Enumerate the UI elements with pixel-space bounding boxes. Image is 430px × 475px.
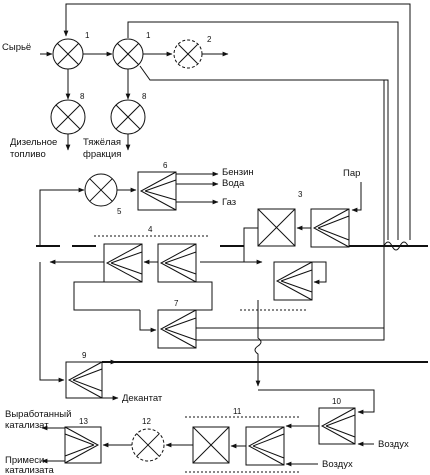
spent-cat-label-1: Выработанный xyxy=(5,409,71,420)
label-9: 9 xyxy=(82,351,87,360)
air-top-label: Воздух xyxy=(378,439,409,450)
heavy-label-2: фракция xyxy=(83,149,121,160)
heat-exchanger-1b: 1 xyxy=(112,31,151,70)
label-12: 12 xyxy=(142,417,151,426)
column-4b xyxy=(157,243,197,283)
regenerator-10: 10 xyxy=(318,397,356,445)
label-13: 13 xyxy=(79,417,88,426)
steam-label: Пар xyxy=(343,168,360,179)
column-3: 3 xyxy=(298,190,350,248)
separator-6: 6 xyxy=(137,161,177,211)
decant-label: Декантат xyxy=(122,393,163,404)
spent-cat-label-2: катализат xyxy=(5,420,49,431)
label-8b: 8 xyxy=(142,92,147,101)
cooler-8b: 8 xyxy=(110,92,147,135)
cooler-8a: 8 xyxy=(50,92,86,135)
label-1b: 1 xyxy=(146,31,151,40)
label-1a: 1 xyxy=(85,31,90,40)
water-label: Вода xyxy=(222,178,245,189)
gasoline-label: Бензин xyxy=(222,167,254,178)
cyclone-11 xyxy=(245,426,285,466)
feed-label: Сырьё xyxy=(2,42,31,53)
label-6: 6 xyxy=(163,161,168,170)
label-4: 4 xyxy=(148,225,153,234)
label-5: 5 xyxy=(117,207,122,216)
column-7: 7 xyxy=(157,299,197,349)
separator-13: 13 xyxy=(64,417,102,464)
diesel-label-2: топливо xyxy=(10,149,46,160)
diesel-label-1: Дизельное xyxy=(10,137,57,148)
feed-line: Сырьё xyxy=(2,42,53,57)
label-3: 3 xyxy=(298,190,303,199)
air-bottom-label: Воздух xyxy=(322,459,353,470)
label-7: 7 xyxy=(174,299,179,308)
impurities-label-2: катализата xyxy=(5,465,54,475)
impurities-label-1: Примеси xyxy=(5,455,44,466)
label-11: 11 xyxy=(233,407,242,416)
label-10: 10 xyxy=(332,397,341,406)
condenser-5: 5 xyxy=(84,173,122,216)
heavy-label-1: Тяжёлая xyxy=(83,137,121,148)
heat-exchanger-2: 2 xyxy=(173,35,212,69)
heat-exchanger-box-3 xyxy=(257,208,296,247)
heat-exchanger-box-11 xyxy=(192,426,230,464)
column-4a xyxy=(103,243,143,283)
gas-label: Газ xyxy=(222,197,236,208)
column-9: 9 xyxy=(65,351,103,399)
label-2: 2 xyxy=(207,35,212,44)
column-right xyxy=(273,261,313,301)
label-8a: 8 xyxy=(80,92,85,101)
cooler-12: 12 xyxy=(131,417,165,462)
heat-exchanger-1a: 1 xyxy=(52,31,90,70)
